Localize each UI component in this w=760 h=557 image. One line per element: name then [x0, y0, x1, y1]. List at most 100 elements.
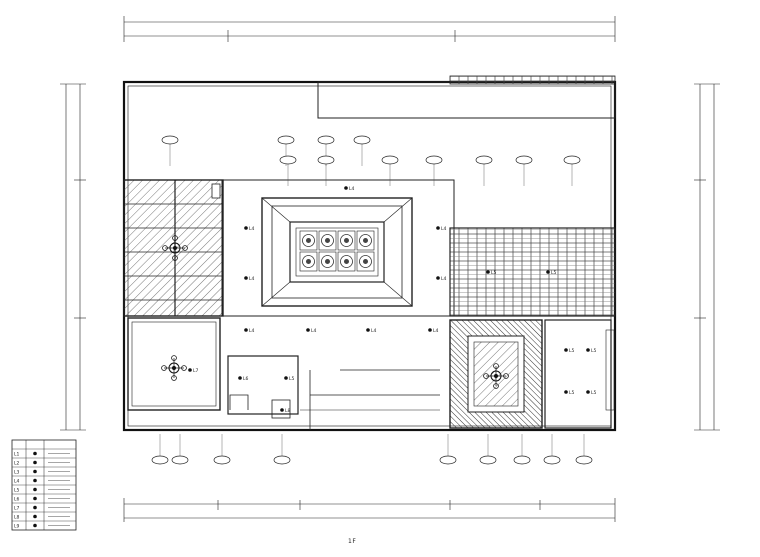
callout-tag-bubble	[213, 455, 231, 465]
legend-symbol-code: L2	[14, 461, 20, 467]
room-upper-right-grid	[449, 227, 616, 317]
legend-symbol-dot	[33, 460, 37, 465]
chandelier-symbol	[483, 363, 509, 389]
light-fixture-dot	[546, 270, 550, 274]
light-fixture-dot	[586, 390, 590, 394]
legend-symbol-dot	[33, 478, 37, 483]
room-lower-middle	[227, 355, 440, 430]
chandeliers	[161, 235, 509, 389]
callout-tag-bubble	[353, 135, 371, 145]
light-fixture-label: L4	[249, 328, 255, 334]
callout-tag-bubble	[317, 135, 335, 145]
legend-symbol-dot	[33, 514, 37, 519]
callout-tag-bubble	[513, 455, 531, 465]
light-fixture-label: L8	[285, 408, 291, 414]
chandelier-symbol	[162, 235, 188, 261]
light-fixture-label: L4	[349, 186, 355, 192]
room-far-right	[544, 319, 615, 429]
room-lower-left	[127, 317, 221, 411]
light-fixture-dot	[284, 376, 288, 380]
callout-tags	[151, 135, 593, 465]
central-ornament-panels	[299, 230, 375, 272]
light-fixture-dot	[564, 348, 568, 352]
light-fixture-dot	[238, 376, 242, 380]
legend-symbol-code: L9	[14, 524, 20, 530]
left-dimension-line	[60, 83, 86, 431]
legend-symbol-dot	[33, 487, 37, 492]
light-fixture-label: L4	[441, 276, 447, 282]
ornament-panel	[337, 230, 356, 251]
callout-tag-bubble	[425, 155, 443, 165]
light-fixture-dot	[344, 186, 348, 190]
light-fixture-dot	[436, 276, 440, 280]
right-dimension-line	[694, 83, 720, 431]
callout-tag-bubble	[273, 455, 291, 465]
callout-tag-bubble	[317, 155, 335, 165]
legend-symbol-code: L3	[14, 470, 20, 476]
light-fixture-dot	[244, 226, 248, 230]
ornament-panel	[337, 251, 356, 272]
light-fixture-label: L5	[591, 348, 597, 354]
balcony-strip	[317, 75, 616, 119]
legend-symbol-dot	[33, 505, 37, 510]
callout-tag-bubble	[439, 455, 457, 465]
ornament-panel	[356, 230, 375, 251]
chandelier-symbol	[161, 355, 187, 381]
callout-tag-bubble	[277, 135, 295, 145]
legend-symbol-code: L4	[14, 479, 20, 485]
light-fixture-label: L5	[569, 390, 575, 396]
light-fixture-label: L4	[249, 276, 255, 282]
drawing-title: 1F	[348, 538, 357, 545]
legend-symbol-dot	[33, 469, 37, 474]
callout-tag-bubble	[381, 155, 399, 165]
legend-symbol-code: L8	[14, 515, 20, 521]
light-fixture-label: L5	[491, 270, 497, 276]
legend-symbol-dot	[33, 523, 37, 528]
light-fixture-label: L6	[243, 376, 249, 382]
light-fixture-dot	[244, 328, 248, 332]
light-fixture-dot	[428, 328, 432, 332]
callout-tag-bubble	[279, 155, 297, 165]
legend-symbol-dot	[33, 496, 37, 501]
callout-tag-bubble	[563, 155, 581, 165]
light-fixture-label: L4	[433, 328, 439, 334]
bottom-dimension-line	[123, 498, 616, 522]
callout-tag-bubble	[161, 135, 179, 145]
light-fixture-label: L4	[249, 226, 255, 232]
ornament-panel	[318, 251, 337, 272]
light-fixture-label: L4	[311, 328, 317, 334]
light-fixture-label: L4	[371, 328, 377, 334]
ornament-panel	[318, 230, 337, 251]
ornament-panel	[356, 251, 375, 272]
light-fixture-dot	[188, 368, 192, 372]
ornament-panel	[299, 251, 318, 272]
light-fixture-dot	[280, 408, 284, 412]
callout-tag-bubble	[475, 155, 493, 165]
light-fixture-dot	[244, 276, 248, 280]
light-fixture-label: L5	[289, 376, 295, 382]
light-fixture-dot	[564, 390, 568, 394]
callout-tag-bubble	[515, 155, 533, 165]
top-dimension-line	[123, 16, 616, 42]
light-fixture-label: L7	[193, 368, 199, 374]
light-fixture-label: L5	[591, 390, 597, 396]
light-fixture-label: L4	[441, 226, 447, 232]
light-fixture-dot	[436, 226, 440, 230]
light-fixture-dot	[586, 348, 590, 352]
ornament-panel	[299, 230, 318, 251]
light-fixture-label: L5	[569, 348, 575, 354]
callout-tag-bubble	[575, 455, 593, 465]
legend-symbol-code: L6	[14, 497, 20, 503]
light-fixture-label: L5	[551, 270, 557, 276]
room-lower-right-hatched	[449, 319, 543, 429]
legend-symbol-code: L1	[14, 452, 20, 458]
callout-tag-bubble	[151, 455, 169, 465]
light-fixture-dot	[486, 270, 490, 274]
light-fixture-dot	[366, 328, 370, 332]
callout-tag-bubble	[543, 455, 561, 465]
callout-tag-bubble	[479, 455, 497, 465]
legend-symbol-code: L5	[14, 488, 20, 494]
callout-tag-bubble	[171, 455, 189, 465]
